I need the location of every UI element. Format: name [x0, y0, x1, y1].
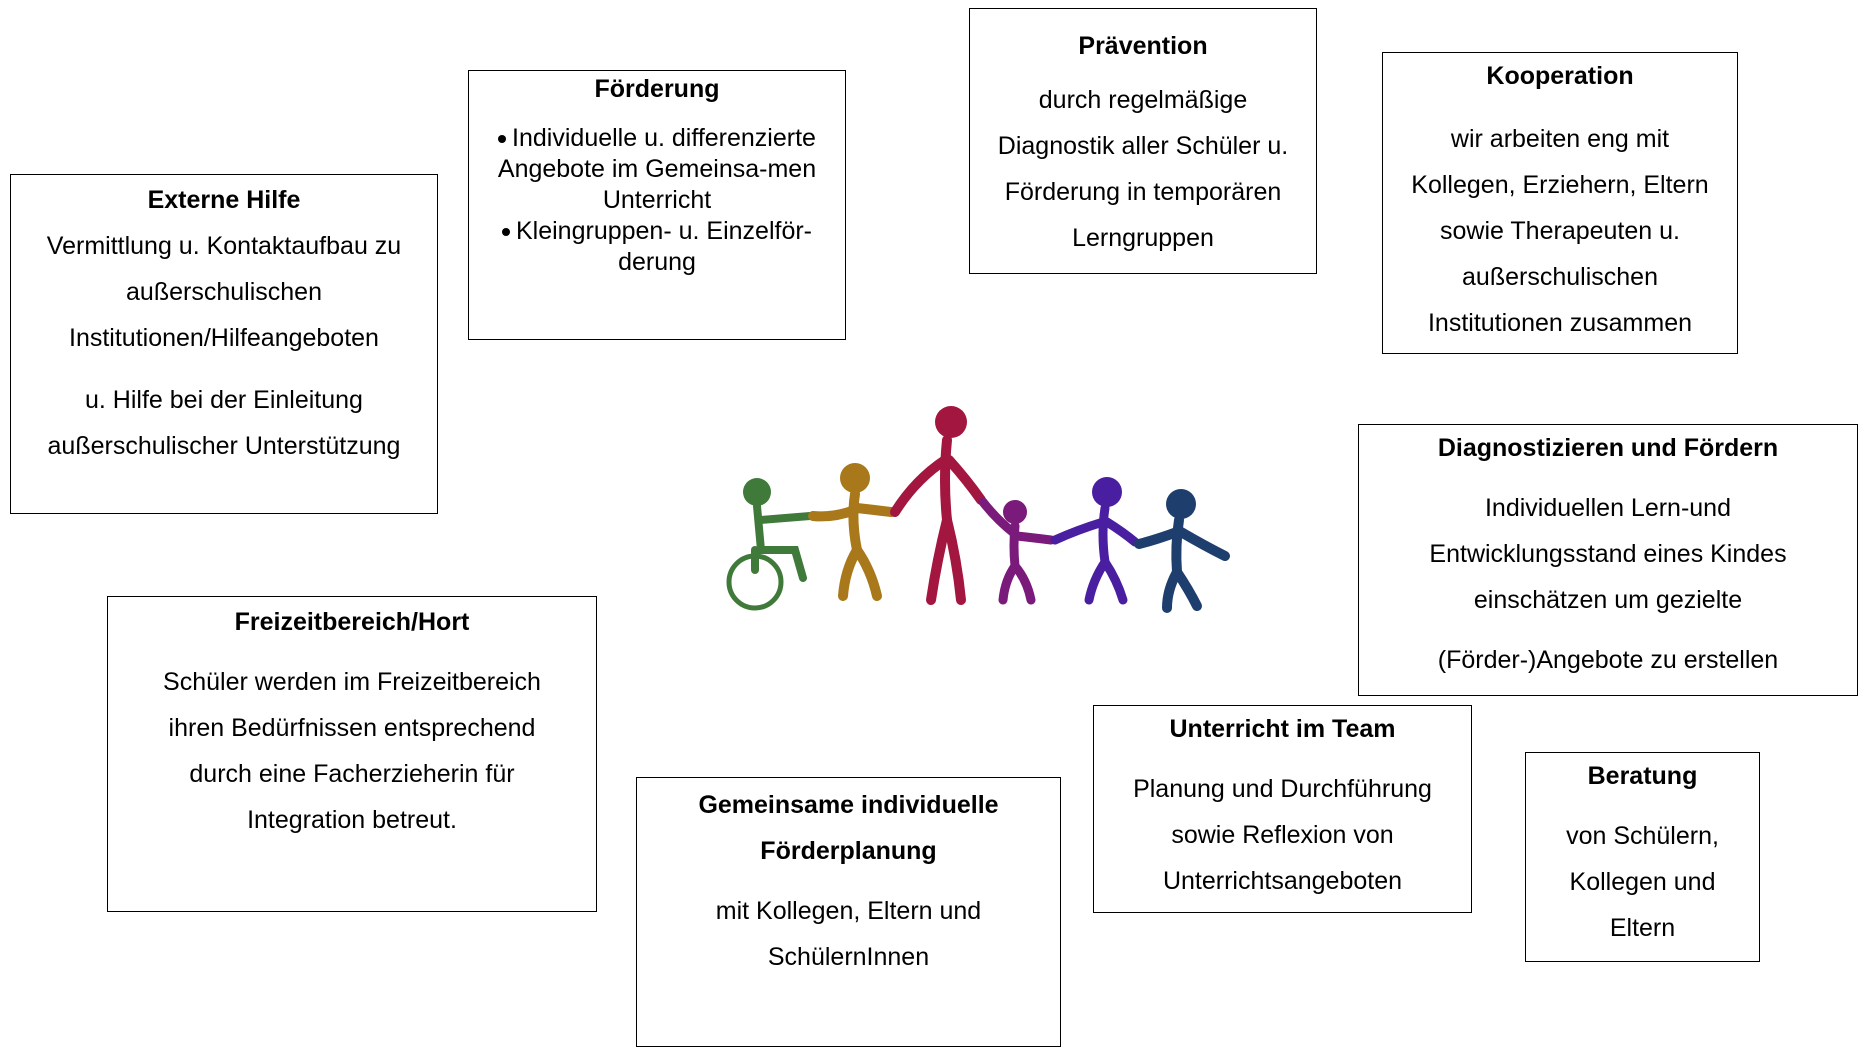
child-figure — [978, 497, 1056, 605]
box-line: außerschulischer Unterstützung — [47, 432, 401, 460]
list-item-text: Individuelle u. differenzierte Angebote … — [497, 124, 817, 214]
box-line: Unterrichtsangeboten — [1162, 867, 1403, 895]
wheelchair-child-figure — [726, 478, 814, 611]
box-line: SchülernInnen — [767, 943, 930, 971]
child-figure — [808, 463, 896, 601]
adult-figure — [890, 406, 986, 605]
box-line: Kollegen, Erziehern, Eltern — [1411, 171, 1709, 199]
bullet-icon — [498, 135, 507, 144]
box-line: Institutionen zusammen — [1427, 309, 1693, 337]
box-line: Schüler werden im Freizeitbereich — [163, 668, 541, 696]
box-line: Integration betreut. — [247, 806, 457, 834]
box-line: einschätzen um gezielte — [1473, 586, 1743, 614]
box-line: Eltern — [1609, 914, 1676, 942]
box-line: durch eine Facherzieherin für — [189, 760, 515, 788]
box-title: Beratung — [1587, 762, 1698, 790]
box-foerderplanung: Gemeinsame individuelle Förderplanung mi… — [636, 777, 1061, 1047]
box-title: Unterricht im Team — [1169, 715, 1396, 743]
box-line: von Schülern, — [1566, 822, 1719, 850]
box-foerderung: Förderung Individuelle u. differenzierte… — [468, 70, 846, 340]
box-line: Entwicklungsstand eines Kindes — [1429, 540, 1787, 568]
box-line: Förderung in temporären — [1004, 178, 1282, 206]
box-externe-hilfe: Externe Hilfe Vermittlung u. Kontaktaufb… — [10, 174, 438, 514]
foerderung-list: Individuelle u. differenzierte Angebote … — [469, 123, 845, 278]
box-line: (Förder-)Angebote zu erstellen — [1437, 646, 1779, 674]
box-title: Diagnostizieren und Fördern — [1437, 434, 1779, 462]
list-item: Individuelle u. differenzierte Angebote … — [487, 123, 827, 216]
box-line: sowie Reflexion von — [1171, 821, 1394, 849]
box-line: Diagnostik aller Schüler u. — [997, 132, 1289, 160]
box-line: ihren Bedürfnissen entsprechend — [168, 714, 536, 742]
box-line: u. Hilfe bei der Einleitung — [85, 386, 363, 414]
child-figure — [1134, 489, 1230, 613]
box-title: Kooperation — [1486, 62, 1634, 90]
box-beratung: Beratung von Schülern, Kollegen und Elte… — [1525, 752, 1760, 962]
box-title: Freizeitbereich/Hort — [234, 608, 470, 636]
box-diagnostizieren: Diagnostizieren und Fördern Individuelle… — [1358, 424, 1858, 696]
box-line: Institutionen/Hilfeangeboten — [69, 324, 379, 352]
box-line: Kollegen und — [1569, 868, 1716, 896]
box-line: außerschulischen — [1462, 263, 1658, 291]
child-figure — [1050, 477, 1140, 605]
list-item-text: Kleingruppen- u. Einzelför-derung — [516, 217, 812, 276]
box-line: Individuellen Lern-und — [1484, 494, 1731, 522]
box-title: Prävention — [1078, 32, 1208, 60]
box-freizeitbereich: Freizeitbereich/Hort Schüler werden im F… — [107, 596, 597, 912]
box-title: Förderplanung — [760, 837, 937, 865]
box-line: Vermittlung u. Kontaktaufbau zu — [46, 232, 402, 260]
box-line: wir arbeiten eng mit — [1450, 125, 1670, 153]
box-line: mit Kollegen, Eltern und — [715, 897, 982, 925]
box-unterricht-team: Unterricht im Team Planung und Durchführ… — [1093, 705, 1472, 913]
box-title: Externe Hilfe — [147, 186, 301, 214]
box-title: Förderung — [594, 75, 720, 103]
list-item: Kleingruppen- u. Einzelför-derung — [487, 216, 827, 278]
box-line: Lerngruppen — [1072, 224, 1214, 252]
box-line: Planung und Durchführung — [1133, 775, 1432, 803]
box-praevention: Prävention durch regelmäßige Diagnostik … — [969, 8, 1317, 274]
bullet-icon — [502, 228, 510, 237]
box-title: Gemeinsame individuelle — [698, 791, 999, 819]
hand-holding-figures-illustration — [726, 406, 1230, 613]
box-kooperation: Kooperation wir arbeiten eng mit Kollege… — [1382, 52, 1738, 354]
box-line: durch regelmäßige — [1038, 86, 1248, 114]
box-line: außerschulischen — [126, 278, 322, 306]
box-line: sowie Therapeuten u. — [1440, 217, 1680, 245]
